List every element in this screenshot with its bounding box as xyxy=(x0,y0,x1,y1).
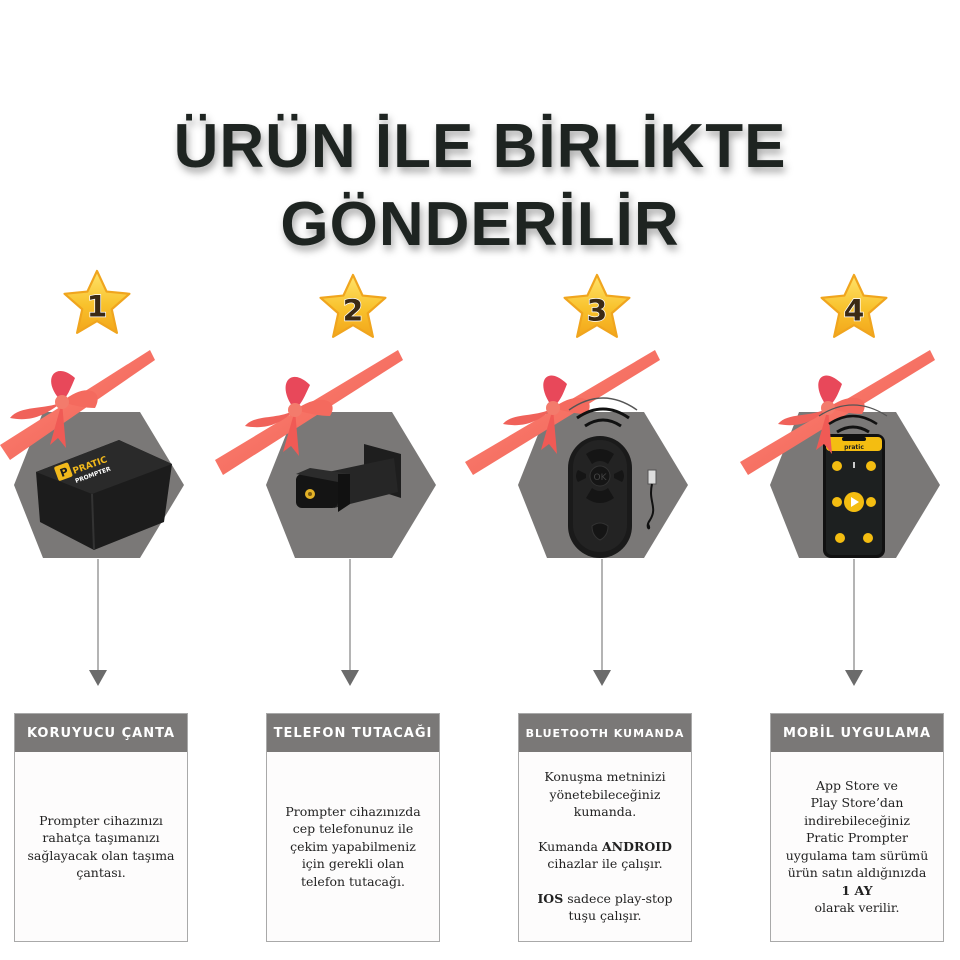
star-number-badge: 2 xyxy=(316,272,390,342)
star-icon: 2 xyxy=(319,273,387,338)
card-heading: MOBİL UYGULAMA xyxy=(771,714,943,752)
info-card: KORUYUCU ÇANTA Prompter cihazınızı rahat… xyxy=(14,713,188,942)
star-number-badge: 1 xyxy=(60,268,134,338)
arrow-down-icon xyxy=(845,670,863,686)
connector-line xyxy=(853,559,855,671)
svg-text:1: 1 xyxy=(87,290,108,324)
card-description: Prompter cihazınızı rahatça taşımanızı s… xyxy=(27,812,175,881)
card-heading: KORUYUCU ÇANTA xyxy=(15,714,187,752)
svg-text:pratic: pratic xyxy=(844,444,864,451)
star-number-badge: 4 xyxy=(817,272,891,342)
svg-text:2: 2 xyxy=(343,294,364,328)
title-line-1: ÜRÜN İLE BİRLİKTE xyxy=(173,112,787,181)
mobile-app-phone-image: pratic xyxy=(823,434,885,558)
connector-line xyxy=(601,559,603,671)
info-card: BLUETOOTH KUMANDA Konuşma metninizi yöne… xyxy=(518,713,692,942)
page-title: ÜRÜN İLE BİRLİKTE GÖNDERİLİR xyxy=(0,108,960,264)
info-card: MOBİL UYGULAMA App Store ve Play Store’d… xyxy=(770,713,944,942)
arrow-down-icon xyxy=(89,670,107,686)
product-hexagon: OK xyxy=(518,412,688,558)
product-hexagon: P PRATIC PROMPTER xyxy=(14,412,184,558)
connector-line xyxy=(349,559,351,671)
wireless-signal-icon xyxy=(818,404,888,434)
arrow-down-icon xyxy=(593,670,611,686)
svg-text:OK: OK xyxy=(594,473,608,483)
star-icon: 1 xyxy=(63,269,131,334)
card-heading: TELEFON TUTACAĞI xyxy=(267,714,439,752)
svg-text:4: 4 xyxy=(844,294,865,328)
card-description: Prompter cihazınızda cep telefonunuz ile… xyxy=(285,803,421,889)
arrow-down-icon xyxy=(341,670,359,686)
star-icon: 4 xyxy=(820,273,888,338)
title-line-2: GÖNDERİLİR xyxy=(280,190,680,259)
wireless-signal-icon xyxy=(568,397,638,428)
star-icon: 3 xyxy=(563,273,631,338)
card-heading: BLUETOOTH KUMANDA xyxy=(519,714,691,752)
star-number-badge: 3 xyxy=(560,272,634,342)
connector-line xyxy=(97,559,99,671)
card-description: Konuşma metninizi yönetebileceğiniz kuma… xyxy=(537,769,673,924)
svg-text:3: 3 xyxy=(587,294,608,328)
info-card: TELEFON TUTACAĞI Prompter cihazınızda ce… xyxy=(266,713,440,942)
card-description: App Store ve Play Store’dan indirebilece… xyxy=(785,777,929,916)
product-hexagon xyxy=(266,412,436,558)
